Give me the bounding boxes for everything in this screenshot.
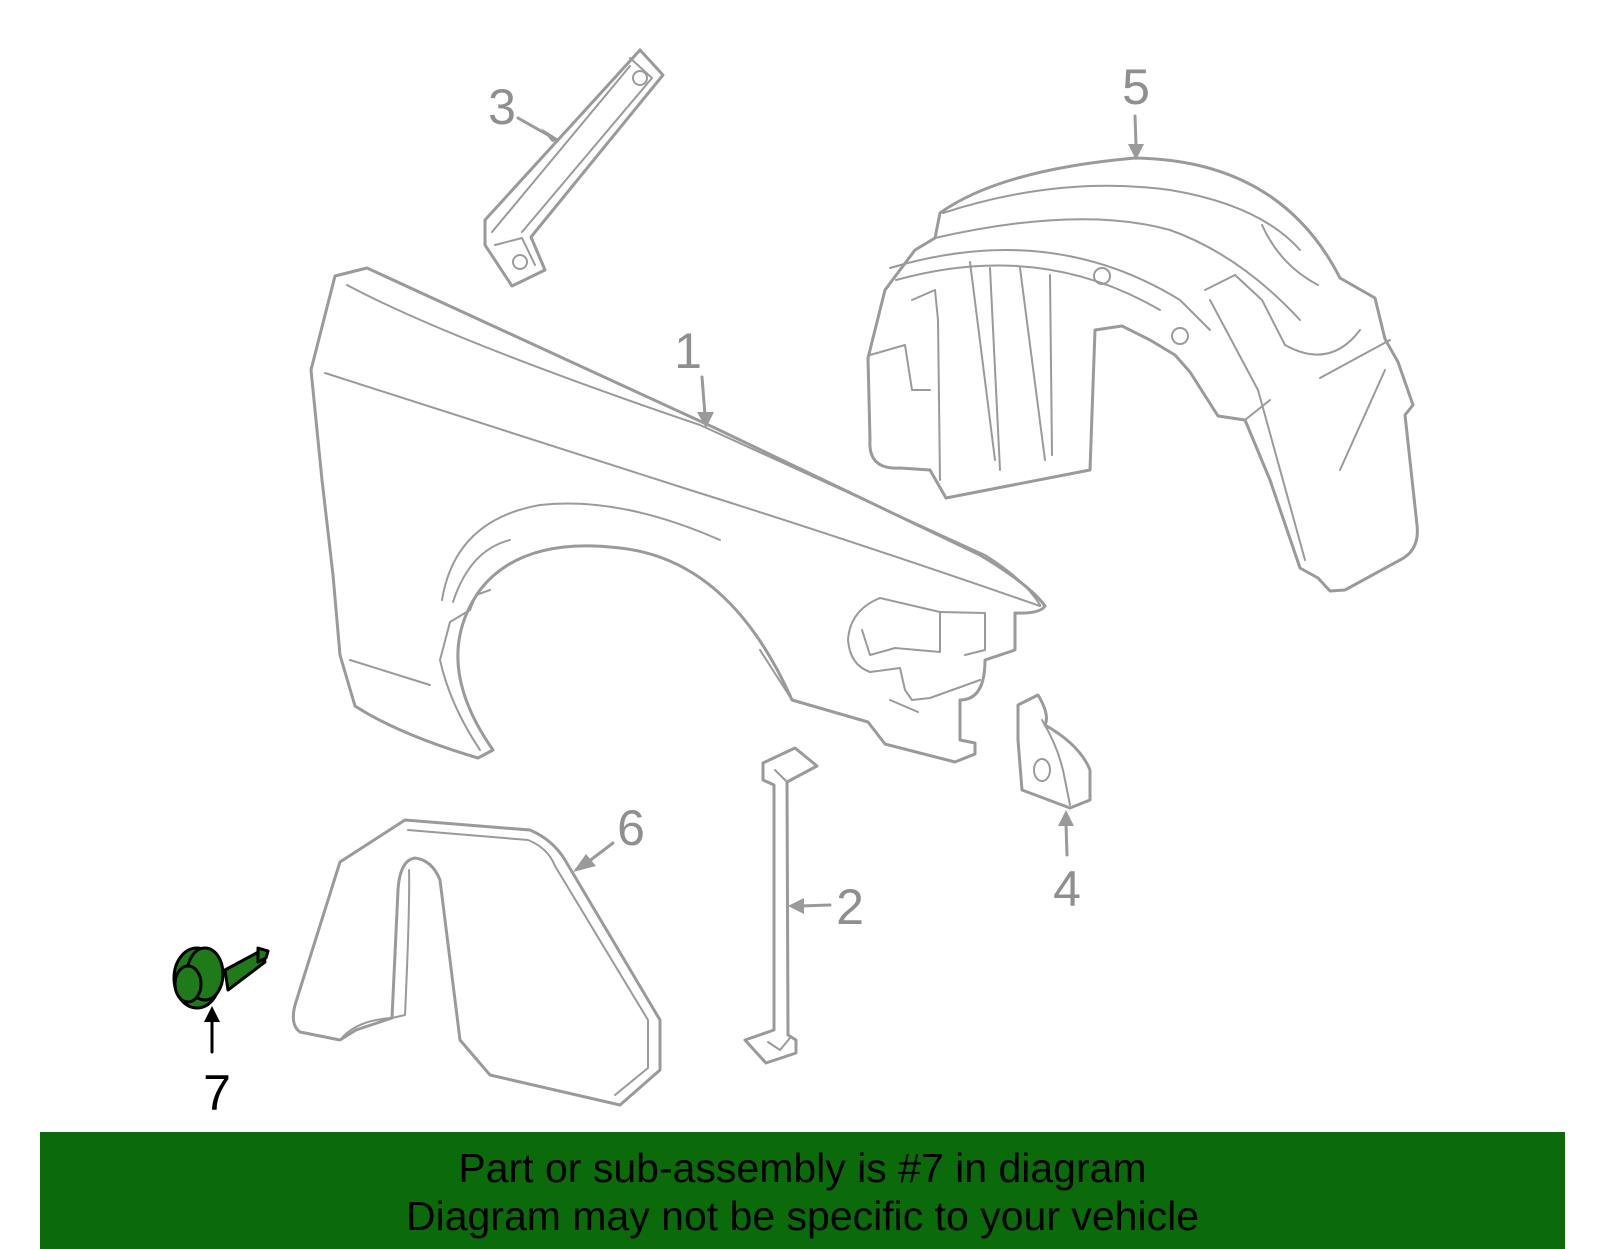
bolt-shank <box>223 948 267 992</box>
leader-1 <box>697 375 714 428</box>
part-1-front-fender[interactable] <box>309 266 1047 764</box>
callout-1[interactable]: 1 <box>674 323 702 379</box>
leader-6 <box>573 841 615 872</box>
callout-4[interactable]: 4 <box>1053 861 1081 917</box>
callout-6[interactable]: 6 <box>617 800 645 856</box>
callout-5[interactable]: 5 <box>1122 59 1150 115</box>
part-5-wheelhouse-liner[interactable] <box>866 156 1419 593</box>
leader-2 <box>788 898 832 914</box>
banner-line-2: Diagram may not be specific to your vehi… <box>405 1193 1199 1239</box>
info-banner: Part or sub-assembly is #7 in diagram Di… <box>40 1132 1565 1249</box>
leader-3 <box>516 116 560 142</box>
bolt-tip <box>256 946 270 964</box>
leader-4 <box>1058 810 1074 857</box>
part-6-splash-shield[interactable] <box>291 818 662 1107</box>
leader-5 <box>1128 114 1144 160</box>
callout-2[interactable]: 2 <box>836 879 864 935</box>
leader-7 <box>204 1006 220 1054</box>
part-2-support-rod[interactable] <box>743 746 819 1065</box>
part-4-small-bracket[interactable] <box>1016 693 1092 810</box>
banner-line-1: Part or sub-assembly is #7 in diagram <box>458 1145 1147 1191</box>
bolt-head <box>173 964 203 1004</box>
callout-7[interactable]: 7 <box>203 1065 231 1121</box>
part-3-fender-bracket[interactable] <box>483 48 665 288</box>
callout-3[interactable]: 3 <box>488 79 516 135</box>
part-7-bolt[interactable] <box>172 946 270 1010</box>
